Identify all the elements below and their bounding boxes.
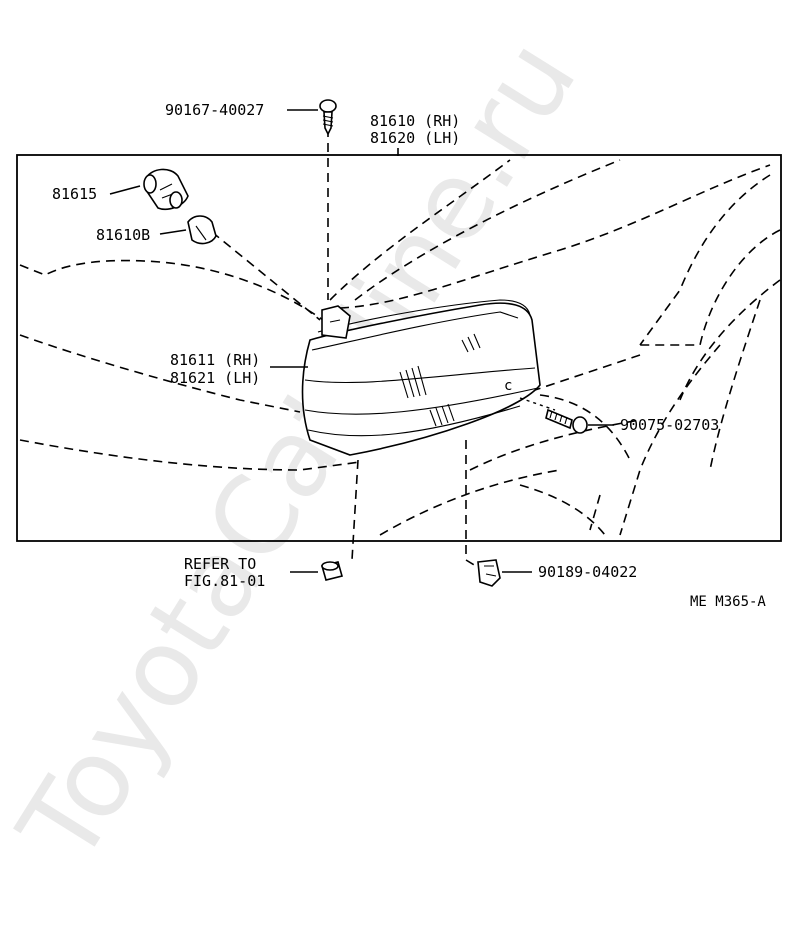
label-fig-81-01: FIG.81-01 (184, 572, 265, 590)
label-81611-rh: 81611 (RH) (170, 351, 260, 369)
watermark: ToyotaCatMine.ru (0, 19, 601, 884)
leader-lamp-to-refer (351, 459, 359, 561)
label-90167-40027: 90167-40027 (165, 101, 264, 119)
bulb-socket-81615 (143, 168, 189, 211)
vehicle-body-outline (19, 159, 781, 536)
label-90189-04022: 90189-04022 (538, 563, 637, 581)
grommet-refer (321, 561, 343, 581)
label-90075-02703: 90075-02703 (620, 416, 719, 434)
leader-81615 (109, 185, 141, 195)
leader-lamp-to-nut (465, 440, 477, 567)
screw-90075 (545, 408, 588, 434)
nut-90189 (477, 559, 501, 587)
clearance-lamp-assembly: c (301, 299, 541, 456)
diagram-frame (16, 154, 782, 542)
lens-hatching (399, 333, 481, 427)
screw-hole-mark: c (504, 378, 512, 394)
leader-81610b (159, 229, 187, 235)
bulb-81610b (187, 215, 217, 245)
bolt-90167 (319, 99, 337, 136)
label-81620-lh: 81620 (LH) (370, 129, 460, 147)
figure-code: ME M365-A (690, 594, 766, 610)
label-81615: 81615 (52, 185, 97, 203)
label-refer-to: REFER TO (184, 555, 256, 573)
leader-bulb-to-lamp (211, 231, 321, 321)
label-81621-lh: 81621 (LH) (170, 369, 260, 387)
leader-screw-to-lamp (519, 397, 556, 411)
label-81610b: 81610B (96, 226, 150, 244)
label-81610-rh: 81610 (RH) (370, 112, 460, 130)
